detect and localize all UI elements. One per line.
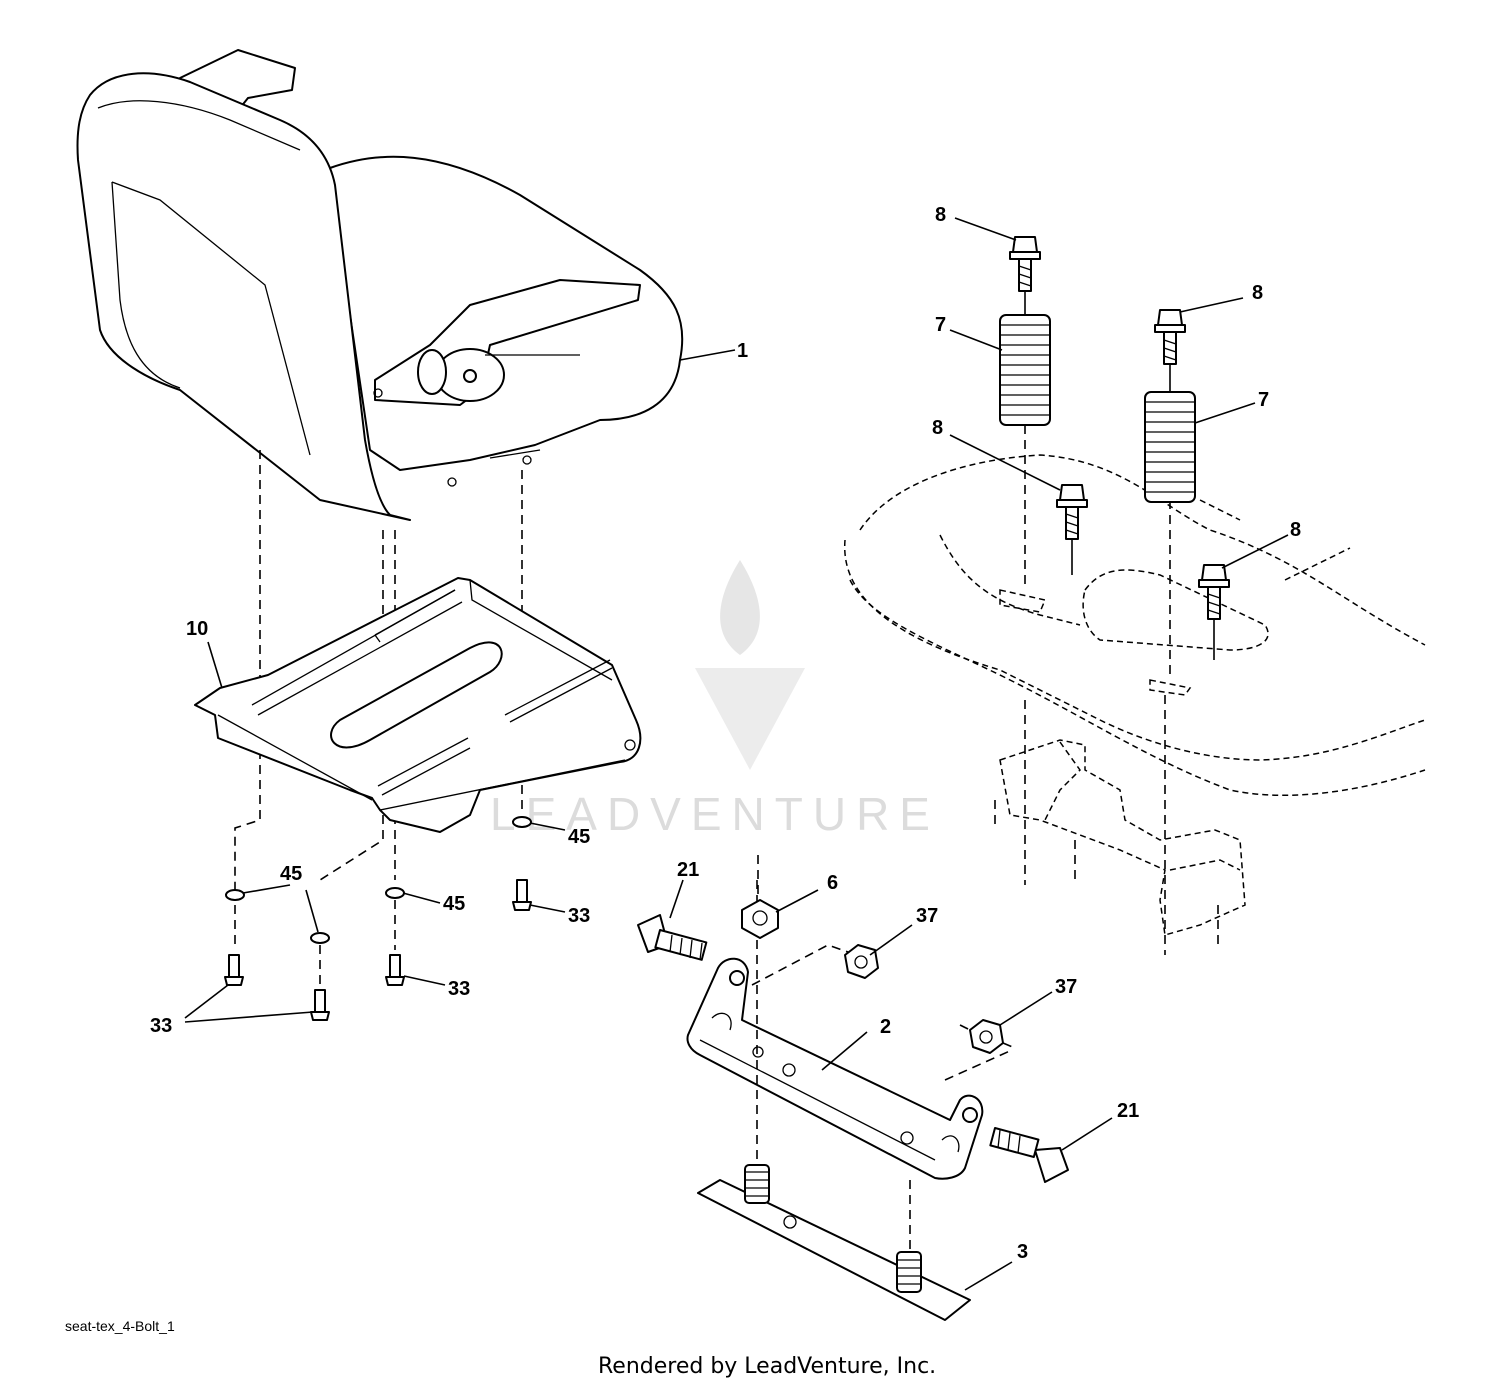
watermark-text: LEADVENTURE [490,788,940,840]
callout-21a: 21 [677,859,699,881]
callout-8a: 8 [935,204,946,226]
callout-1: 1 [737,340,748,362]
callout-7a: 7 [935,314,946,336]
callout-33a: 33 [568,905,590,927]
callout-8c: 8 [932,417,943,439]
bumper-plate-part-3[interactable] [697,1164,971,1321]
callout-33b: 33 [448,978,470,1000]
rendered-by-footer: Rendered by LeadVenture, Inc. [598,1354,937,1379]
bolt-part-21[interactable] [637,914,1069,1183]
callout-45b: 45 [280,863,302,885]
seat-part-1[interactable] [76,49,684,521]
callout-10: 10 [186,618,208,640]
callout-33c: 33 [150,1015,172,1037]
frame-fender-reference [844,454,1426,955]
watermark: LEADVENTURE [490,560,940,840]
callout-37b: 37 [1055,976,1077,998]
callout-3: 3 [1017,1241,1028,1263]
callout-8d: 8 [1290,519,1301,541]
seat-pan-part-10[interactable] [194,577,642,833]
callout-45c: 45 [443,893,465,915]
bolt-part-33[interactable] [224,879,532,1021]
spring-part-7[interactable] [999,314,1196,503]
nut-part-6[interactable] [741,899,779,939]
diagram-caption: seat-tex_4-Bolt_1 [65,1318,175,1334]
callout-45a: 45 [568,826,590,848]
callout-37a: 37 [916,905,938,927]
callout-8b: 8 [1252,282,1263,304]
callout-7b: 7 [1258,389,1269,411]
callout-21b: 21 [1117,1100,1139,1122]
callout-2: 2 [880,1016,891,1038]
seat-bracket-part-2[interactable] [686,957,984,1180]
washer-part-45[interactable] [225,816,532,944]
callout-6: 6 [827,872,838,894]
nut-part-37[interactable] [844,944,1004,1054]
bolt-part-8[interactable] [1009,236,1230,620]
